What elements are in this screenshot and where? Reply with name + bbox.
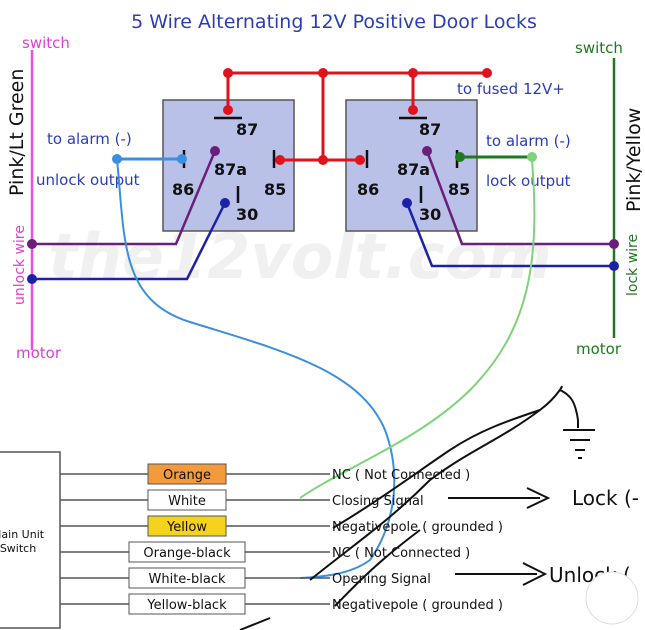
left-switch-label: switch bbox=[22, 34, 70, 52]
right-wire-color-label: Pink/Yellow bbox=[623, 108, 645, 212]
unlock-output-label: unlock output bbox=[36, 171, 140, 189]
signal-description: Negativepole ( grounded ) bbox=[332, 520, 503, 535]
wire-color-label: Orange-black bbox=[143, 546, 231, 561]
wire-color-label: Orange bbox=[163, 468, 211, 483]
navy-wires bbox=[32, 202, 614, 281]
main-unit-line1: Main Unit bbox=[0, 528, 45, 541]
right-pin-86: 86 bbox=[357, 180, 379, 199]
unlock-wire-label: unlock wire bbox=[12, 225, 28, 305]
left-alarm-label: to alarm (-) bbox=[47, 130, 132, 148]
diagram-title: 5 Wire Alternating 12V Positive Door Loc… bbox=[131, 11, 537, 33]
green-handdrawn-wire bbox=[299, 159, 536, 499]
right-motor-label: motor bbox=[576, 340, 622, 358]
left-pin-85: 85 bbox=[264, 180, 286, 199]
power-nodes bbox=[223, 68, 492, 165]
left-wire-color-label: Pink/Lt Green bbox=[6, 69, 28, 196]
left-pin-87: 87 bbox=[236, 120, 258, 139]
wire-color-label: White-black bbox=[149, 572, 226, 587]
wire-color-box bbox=[147, 515, 227, 537]
connector-rows: Orange NC ( Not Connected ) White Closing S… bbox=[60, 463, 503, 615]
wire-color-box bbox=[147, 463, 227, 485]
signal-description: NC ( Not Connected ) bbox=[332, 546, 470, 561]
wire-color-label: Yellow-black bbox=[146, 598, 227, 613]
wire-color-label: White bbox=[168, 494, 206, 509]
handdrawn-ground-lines bbox=[239, 385, 595, 630]
fused-12v-label: to fused 12V+ bbox=[457, 80, 565, 98]
wire-color-label: Yellow bbox=[166, 520, 207, 535]
right-switch-label: switch bbox=[575, 39, 623, 57]
right-alarm-label: to alarm (-) bbox=[486, 132, 571, 150]
wire-color-box bbox=[128, 541, 246, 563]
signal-description: Closing Signal bbox=[332, 494, 424, 509]
purple-wires bbox=[32, 150, 614, 246]
lock-annotation: Lock (- bbox=[572, 486, 639, 510]
blue-handdrawn-wire bbox=[116, 158, 396, 579]
right-pin-85: 85 bbox=[448, 180, 470, 199]
signal-description: NC ( Not Connected ) bbox=[332, 468, 470, 483]
corner-stamp-icon bbox=[585, 571, 639, 625]
left-motor-label: motor bbox=[16, 344, 62, 362]
right-pin-87a: 87a bbox=[397, 160, 430, 179]
left-pin-87a: 87a bbox=[214, 160, 247, 179]
right-pin-30: 30 bbox=[419, 205, 441, 224]
watermark: the12volt.com bbox=[48, 220, 552, 293]
wire-color-box bbox=[147, 489, 227, 511]
signal-description: Negativepole ( grounded ) bbox=[332, 598, 503, 613]
lock-wire-label: lock wire bbox=[625, 234, 641, 296]
lock-output-label: lock output bbox=[486, 172, 571, 190]
main-unit-line2: Switch bbox=[0, 542, 36, 555]
main-unit-switch-box bbox=[0, 451, 61, 629]
wire-color-box bbox=[128, 593, 246, 615]
right-pin-87: 87 bbox=[419, 120, 441, 139]
left-pin-86: 86 bbox=[172, 180, 194, 199]
signal-description: Opening Signal bbox=[332, 572, 431, 587]
left-pin-30: 30 bbox=[236, 205, 258, 224]
wire-color-box bbox=[128, 567, 246, 589]
